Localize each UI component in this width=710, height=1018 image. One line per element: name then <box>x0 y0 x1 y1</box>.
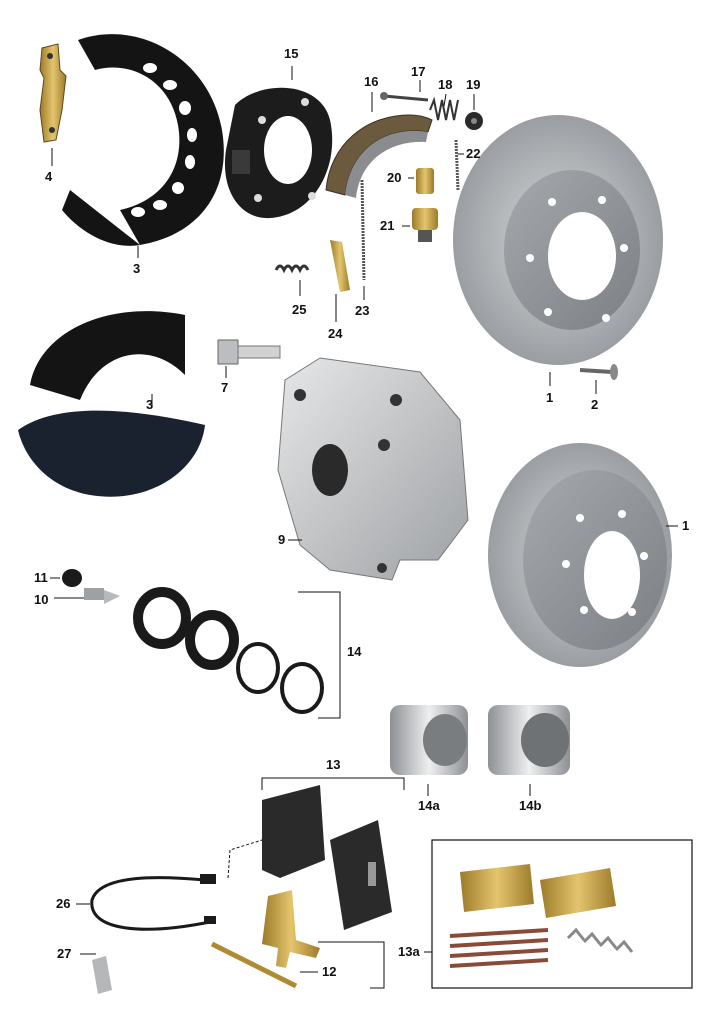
callout-19: 19 <box>466 77 481 92</box>
part-13a-hardware-kit <box>431 839 693 989</box>
part-1-brake-disc <box>453 115 663 365</box>
part-14-seal-kit <box>133 587 324 714</box>
part-27-sensor-clip <box>92 956 112 994</box>
callout-13a: 13a <box>398 944 420 959</box>
callout-2: 2 <box>591 397 599 412</box>
part-25-spring <box>274 264 310 274</box>
part-24-clip <box>330 240 350 292</box>
callout-1-side: 1 <box>682 518 690 533</box>
callout-20: 20 <box>387 170 402 185</box>
leader-lines <box>50 66 678 973</box>
callout-1-top: 1 <box>546 390 554 405</box>
part-12-anti-rattle-spring <box>262 890 320 968</box>
part-10-bleeder-screw <box>84 588 120 604</box>
callout-25: 25 <box>292 302 307 317</box>
callout-17: 17 <box>411 64 426 79</box>
part-13-brake-pads <box>262 785 392 930</box>
callout-21: 21 <box>380 218 395 233</box>
part-18-spring <box>429 96 459 121</box>
part-16-brake-shoe <box>325 114 433 198</box>
part-4-bracket <box>39 43 67 143</box>
callout-3-top: 3 <box>133 261 141 276</box>
part-2-screw <box>579 364 618 380</box>
part-14-bracket-line <box>298 591 341 719</box>
callout-14b: 14b <box>519 798 542 813</box>
part-17-pin <box>380 92 429 102</box>
callout-9: 9 <box>278 532 286 547</box>
part-7-bolt <box>217 339 281 365</box>
part-19-washer <box>465 112 483 130</box>
callout-11: 11 <box>34 570 48 585</box>
part-9-caliper <box>277 357 469 581</box>
part-13-bracket-line <box>261 777 405 790</box>
callout-24: 24 <box>328 326 343 341</box>
callout-14a: 14a <box>418 798 440 813</box>
part-12-pad-pin <box>210 941 298 989</box>
part-22-return-spring <box>454 139 460 191</box>
part-3-dust-shield <box>62 34 224 246</box>
callout-4: 4 <box>45 169 53 184</box>
callout-22: 22 <box>466 146 481 161</box>
part-20-adjuster-nut <box>416 168 434 194</box>
callout-16: 16 <box>364 74 379 89</box>
callout-13: 13 <box>326 757 341 772</box>
callout-7: 7 <box>221 380 229 395</box>
part-14a-piston <box>390 705 468 775</box>
part-26-wear-sensor <box>90 874 216 931</box>
part-23-spring <box>360 179 366 281</box>
part-11-dust-cap <box>62 569 82 587</box>
callout-27: 27 <box>57 946 72 961</box>
callout-14: 14 <box>347 644 362 659</box>
callout-12: 12 <box>322 964 337 979</box>
callout-10: 10 <box>34 592 49 607</box>
part-3-split-shield <box>18 311 205 497</box>
callout-26: 26 <box>56 896 71 911</box>
part-1-brake-disc-vented <box>488 443 672 667</box>
callout-15: 15 <box>284 46 299 61</box>
callout-18: 18 <box>438 77 453 92</box>
part-15-backing-plate <box>224 87 333 219</box>
callout-23: 23 <box>355 303 370 318</box>
part-21-adjuster-wheel <box>412 208 438 242</box>
callout-3-mid: 3 <box>146 397 154 412</box>
pad-pointer-line <box>227 839 263 879</box>
part-14b-piston <box>488 705 570 775</box>
part-13a-bracket-line <box>318 941 385 989</box>
